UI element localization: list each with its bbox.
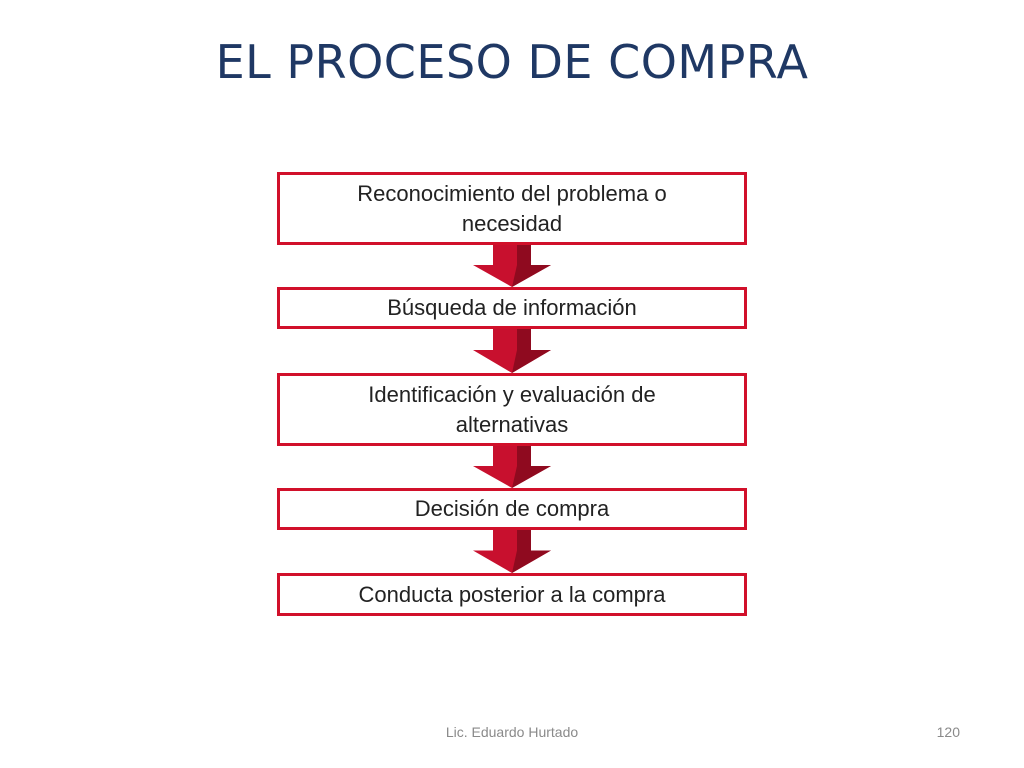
down-arrow-icon <box>473 329 551 373</box>
down-arrow-icon <box>473 329 551 373</box>
step-label: Decisión de compra <box>414 496 610 521</box>
step-label: Conducta posterior a la compra <box>358 581 666 607</box>
down-arrow-icon <box>473 446 551 488</box>
step-purchase-decision: Decisión de compra <box>277 488 747 530</box>
step-problem-recognition: Reconocimiento del problema o necesidad <box>277 172 747 245</box>
step-label: Búsqueda de información <box>387 295 637 320</box>
slide-title: EL PROCESO DE COMPRA <box>215 35 809 89</box>
step-alternatives-evaluation: Identificación y evaluación de alternati… <box>277 373 747 446</box>
footer-author: Lic. Eduardo Hurtado <box>445 724 579 740</box>
down-arrow-icon <box>473 245 551 287</box>
down-arrow-icon <box>473 530 551 573</box>
page-number: 120 <box>936 724 960 740</box>
step-information-search: Búsqueda de información <box>277 287 747 329</box>
step-post-purchase-behavior: Conducta posterior a la compra <box>277 573 747 616</box>
down-arrow-icon <box>473 530 551 573</box>
step-label: Identificación y evaluación de alternati… <box>368 381 656 437</box>
down-arrow-icon <box>473 245 551 287</box>
step-label: Reconocimiento del problema o necesidad <box>357 180 667 236</box>
down-arrow-icon <box>473 446 551 488</box>
